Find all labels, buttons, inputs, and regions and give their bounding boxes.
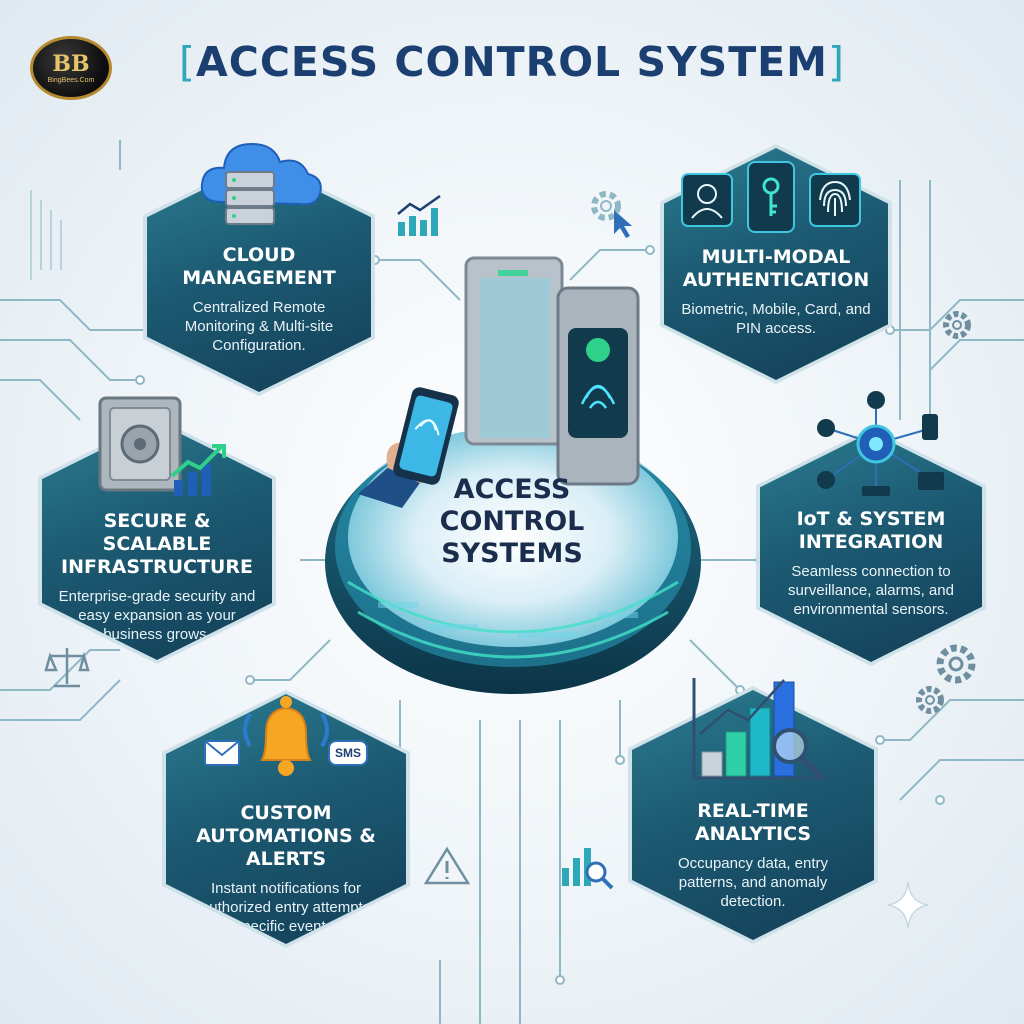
turnstile-gate-icon bbox=[464, 256, 640, 486]
mobile-key-icon bbox=[747, 161, 795, 233]
card-title: MULTI-MODAL AUTHENTICATION bbox=[682, 246, 870, 291]
center-label: ACCESS CONTROL SYSTEMS bbox=[439, 474, 585, 569]
card-description: Instant notifications for unauthorized e… bbox=[184, 880, 388, 935]
title-bracket-close: ] bbox=[827, 38, 845, 86]
gear-cursor-icon bbox=[591, 191, 632, 238]
card-body: IoT & SYSTEM INTEGRATION Seamless connec… bbox=[760, 432, 982, 662]
card-cloud-management: CLOUD MANAGEMENT Centralized Remote Moni… bbox=[143, 158, 375, 396]
card-title: CUSTOM AUTOMATIONS & ALERTS bbox=[196, 802, 376, 870]
iot-network-icon bbox=[817, 391, 944, 496]
card-description: Occupancy data, entry patterns, and anom… bbox=[677, 855, 829, 910]
analytics-chart-icon bbox=[692, 678, 828, 781]
vault-safe-icon bbox=[98, 396, 182, 492]
bar-chart-icon bbox=[397, 194, 441, 236]
card-title: IoT & SYSTEM INTEGRATION bbox=[796, 508, 946, 553]
page-title: [ACCESS CONTROL SYSTEM] bbox=[0, 38, 1024, 86]
brand-logo: BB BingBees.Com bbox=[30, 36, 112, 100]
smartphone-hand-icon bbox=[358, 387, 459, 508]
card-title: CLOUD MANAGEMENT bbox=[182, 244, 336, 289]
card-description: Enterprise-grade security and easy expan… bbox=[58, 588, 256, 643]
balance-scale-icon bbox=[44, 648, 90, 688]
growth-chart-icon bbox=[170, 444, 226, 496]
logo-text: BingBees.Com bbox=[47, 76, 95, 84]
title-text: ACCESS CONTROL SYSTEM bbox=[196, 38, 828, 86]
gear-icon bbox=[943, 311, 971, 339]
warning-icon bbox=[424, 846, 470, 885]
fingerprint-icon bbox=[809, 173, 861, 227]
gears-icon bbox=[916, 644, 976, 714]
mail-icon bbox=[204, 740, 240, 766]
card-description: Seamless connection to surveillance, ala… bbox=[788, 563, 954, 618]
title-bracket-open: [ bbox=[179, 38, 196, 86]
bell-icon bbox=[243, 696, 329, 776]
card-real-time-analytics: REAL-TIME ANALYTICS Occupancy data, entr… bbox=[628, 686, 878, 944]
face-scan-icon bbox=[681, 173, 733, 227]
sms-badge: SMS bbox=[328, 740, 368, 766]
sparkle-icon bbox=[887, 881, 929, 929]
card-iot-system-integration: IoT & SYSTEM INTEGRATION Seamless connec… bbox=[756, 428, 986, 666]
card-body: CLOUD MANAGEMENT Centralized Remote Moni… bbox=[147, 162, 371, 392]
card-description: Centralized Remote Monitoring & Multi-si… bbox=[184, 299, 334, 354]
card-title: REAL-TIME ANALYTICS bbox=[694, 800, 812, 845]
search-chart-icon bbox=[562, 848, 614, 890]
card-title: SECURE & SCALABLE INFRASTRUCTURE bbox=[61, 510, 253, 578]
logo-mark: BB bbox=[52, 50, 90, 77]
cloud-server-icon bbox=[200, 142, 322, 225]
card-description: Biometric, Mobile, Card, and PIN access. bbox=[681, 301, 871, 337]
